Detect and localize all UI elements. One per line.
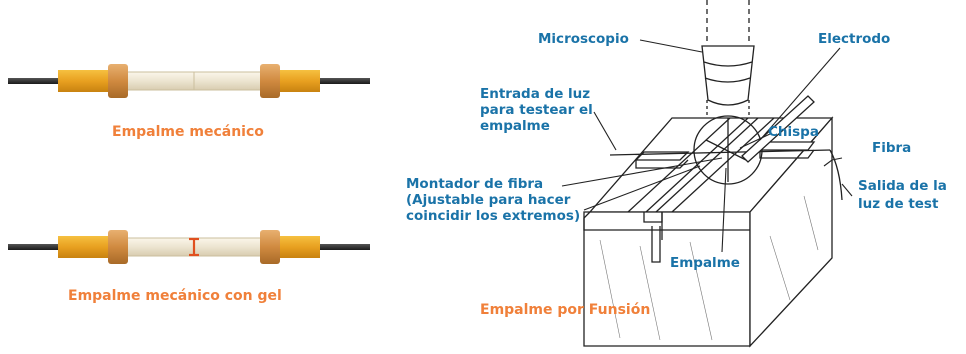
label-microscopio: Microscopio bbox=[538, 31, 629, 47]
band-right bbox=[260, 230, 280, 264]
band-left bbox=[108, 64, 128, 98]
gel-drop-icon bbox=[189, 237, 199, 257]
label-empalme: Empalme bbox=[670, 255, 740, 271]
fusion-splice-title: Empalme por Funsión bbox=[480, 302, 650, 318]
label-montador-3: coincidir los extremos) bbox=[406, 208, 580, 224]
ferrule-left bbox=[58, 236, 110, 258]
label-entrada-3: empalme bbox=[480, 118, 550, 134]
label-chispa: Chispa bbox=[768, 124, 819, 140]
cable-right bbox=[318, 244, 370, 250]
band-right bbox=[260, 64, 280, 98]
label-salida-2: luz de test bbox=[858, 196, 939, 212]
cable-left bbox=[8, 78, 60, 84]
label-salida-1: Salida de la bbox=[858, 178, 947, 194]
mechanical-splice-gel bbox=[8, 230, 370, 264]
mechanical-splice bbox=[8, 64, 370, 98]
label-montador-1: Montador de fibra bbox=[406, 176, 543, 192]
ferrule-left bbox=[58, 70, 110, 92]
fusion-labels: Microscopio Electrodo Entrada de luz par… bbox=[406, 31, 947, 271]
fiber bbox=[609, 149, 831, 156]
cable-right bbox=[318, 78, 370, 84]
label-montador-2: (Ajustable para hacer bbox=[406, 192, 571, 208]
ferrule-right bbox=[268, 70, 320, 92]
label-entrada-2: para testear el bbox=[480, 102, 593, 118]
fusion-splicer bbox=[583, 0, 843, 348]
label-electrodo: Electrodo bbox=[818, 31, 890, 47]
ferrule-right bbox=[268, 236, 320, 258]
mechanical-splice-label: Empalme mecánico bbox=[112, 124, 264, 140]
label-fibra: Fibra bbox=[872, 140, 911, 156]
label-entrada-1: Entrada de luz bbox=[480, 86, 590, 102]
mechanical-splice-gel-label: Empalme mecánico con gel bbox=[68, 288, 282, 304]
microscope-lens-icon bbox=[701, 45, 755, 106]
band-left bbox=[108, 230, 128, 264]
cable-left bbox=[8, 244, 60, 250]
label-pointers bbox=[561, 39, 853, 253]
splicer-front-face bbox=[583, 211, 751, 347]
